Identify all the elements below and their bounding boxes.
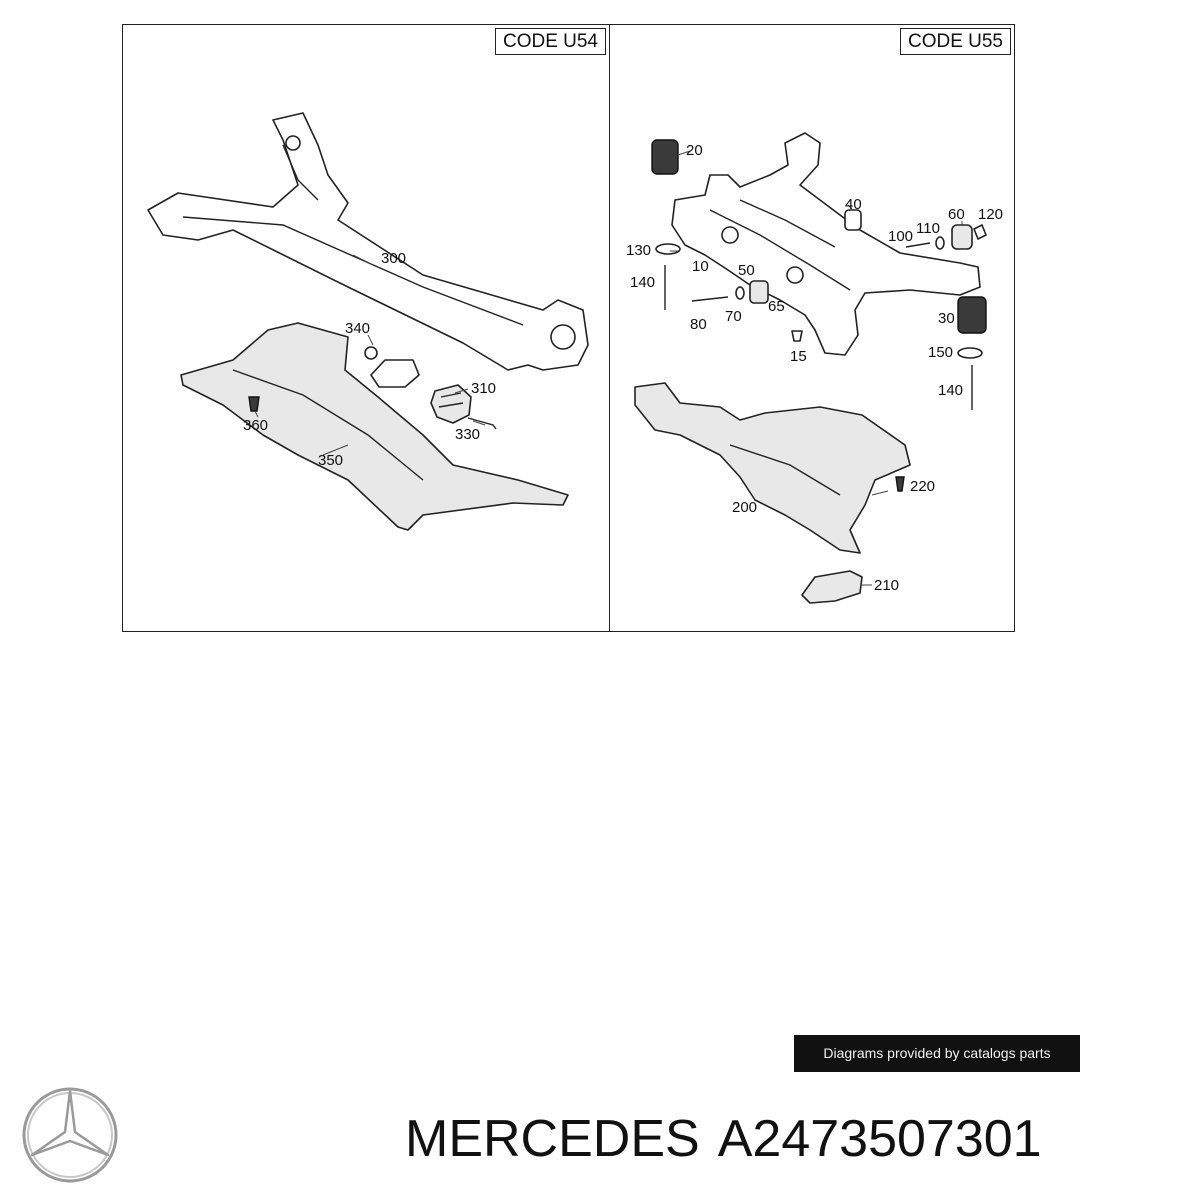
nut-340: [364, 346, 378, 360]
nut-15: [791, 330, 803, 342]
callout-220: 220: [910, 478, 935, 495]
diagram-panel-u55: 20 40 60 120 110 100 130 10 50 140 80 70…: [609, 24, 1015, 632]
bracket-210: [801, 570, 863, 604]
callout-15: 15: [790, 348, 807, 365]
callout-20: 20: [686, 142, 703, 159]
callout-200: 200: [732, 499, 757, 516]
callout-40: 40: [845, 196, 862, 213]
callout-50: 50: [738, 262, 755, 279]
bolt-80: [691, 296, 729, 302]
callout-340: 340: [345, 320, 370, 337]
bolt-100: [905, 242, 931, 248]
subframe-u55-drawing: 20 40 60 120 110 100 130 10 50 140 80 70…: [626, 132, 1003, 604]
callout-10: 10: [692, 258, 709, 275]
callout-120: 120: [978, 206, 1003, 223]
callout-80: 80: [690, 316, 707, 333]
part-number: A2473507301: [717, 1110, 1042, 1168]
washer-120: [973, 224, 987, 240]
callout-100: 100: [888, 228, 913, 245]
callout-210: 210: [874, 577, 899, 594]
callout-150: 150: [928, 344, 953, 361]
underbody-panel-350: [180, 322, 569, 531]
screw-220: [895, 476, 905, 492]
callout-140-left: 140: [630, 274, 655, 291]
subframe-u54-drawing: 300 340 310 360 330 350: [147, 112, 589, 531]
washer-110: [935, 236, 945, 250]
bushing-50: [749, 280, 769, 304]
diagram-panel-u54: 300 340 310 360 330 350 CODE U54: [122, 24, 610, 632]
callout-130: 130: [626, 242, 651, 259]
callout-30: 30: [938, 310, 955, 327]
mount-bushing-310: [430, 384, 472, 424]
bushing-40: [844, 209, 862, 231]
callout-350: 350: [318, 452, 343, 469]
bushing-30: [957, 296, 987, 334]
callout-110: 110: [916, 220, 940, 237]
bracket-340: [370, 359, 420, 388]
callout-360: 360: [243, 417, 268, 434]
subframe-10: [671, 132, 981, 356]
bolt-330: [467, 417, 497, 430]
callout-300: 300: [381, 250, 406, 267]
washer-150: [957, 347, 983, 359]
blank-diagram-area: [122, 640, 1080, 1072]
rear-axle-beam-300: [147, 112, 589, 371]
credit-badge: Diagrams provided by catalogs parts: [794, 1035, 1080, 1072]
bolt-360: [248, 396, 260, 412]
code-label-u55: CODE U55: [899, 28, 1011, 55]
callout-65: 65: [768, 298, 785, 315]
bushing-60: [951, 224, 973, 250]
callout-140-right: 140: [938, 382, 963, 399]
undercover-panel-200: [634, 382, 911, 554]
brand-title: MERCEDES A2473507301: [405, 1107, 1195, 1171]
callout-70: 70: [725, 308, 742, 325]
washer-130: [655, 243, 681, 255]
callout-60: 60: [948, 206, 965, 223]
callout-310: 310: [471, 380, 496, 397]
callout-330: 330: [455, 426, 480, 443]
brand-name: MERCEDES: [405, 1110, 700, 1168]
mercedes-star-icon: [22, 1087, 118, 1183]
bushing-20: [651, 139, 679, 175]
washer-70: [735, 286, 745, 300]
code-label-u54: CODE U54: [494, 28, 606, 55]
